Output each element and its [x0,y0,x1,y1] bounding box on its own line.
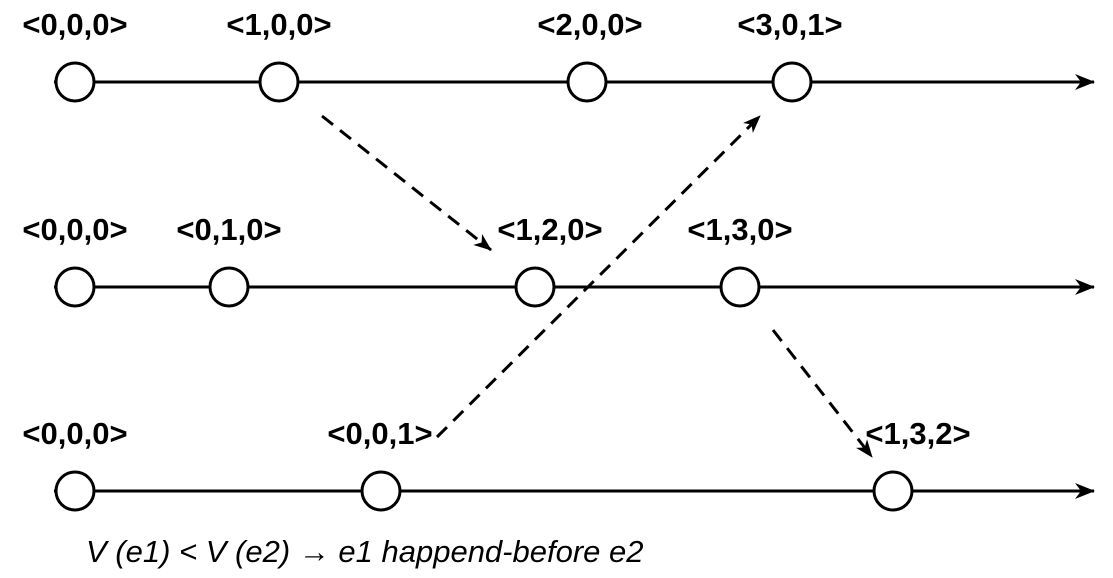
event-node-p2-4 [719,266,761,308]
event-node-p3-1 [54,470,96,512]
event-label-p2-4: <1,3,0> [687,212,792,247]
event-node-p2-1 [54,266,96,308]
caption: V (e1) < V (e2) → e1 happend-before e2 [86,534,644,569]
event-node-p1-1 [54,61,96,103]
message-arrow-2 [435,114,762,439]
message-arrow-1 [321,114,492,252]
event-node-p1-4 [771,61,813,103]
event-node-p1-3 [566,61,608,103]
event-node-p2-3 [514,266,556,308]
event-label-p1-4: <3,0,1> [737,7,842,42]
event-label-p1-3: <2,0,0> [537,7,642,42]
event-label-p2-3: <1,2,0> [497,212,602,247]
event-node-p1-2 [258,61,300,103]
process-events: <0,0,0> <1,0,0> <2,0,0> <3,0,1> <0,0,0> <0,1,… [22,7,971,512]
event-label-p3-3: <1,3,2> [865,416,970,451]
event-node-p3-2 [360,470,402,512]
event-label-p3-2: <0,0,1> [327,416,432,451]
event-label-p1-1: <0,0,0> [22,7,127,42]
event-node-p2-2 [208,266,250,308]
event-node-p3-3 [872,470,914,512]
message-arrows [321,114,874,458]
event-label-p3-1: <0,0,0> [22,416,127,451]
event-label-p2-2: <0,1,0> [176,212,281,247]
message-arrow-3 [771,329,874,458]
event-label-p2-1: <0,0,0> [22,212,127,247]
event-label-p1-2: <1,0,0> [226,7,331,42]
